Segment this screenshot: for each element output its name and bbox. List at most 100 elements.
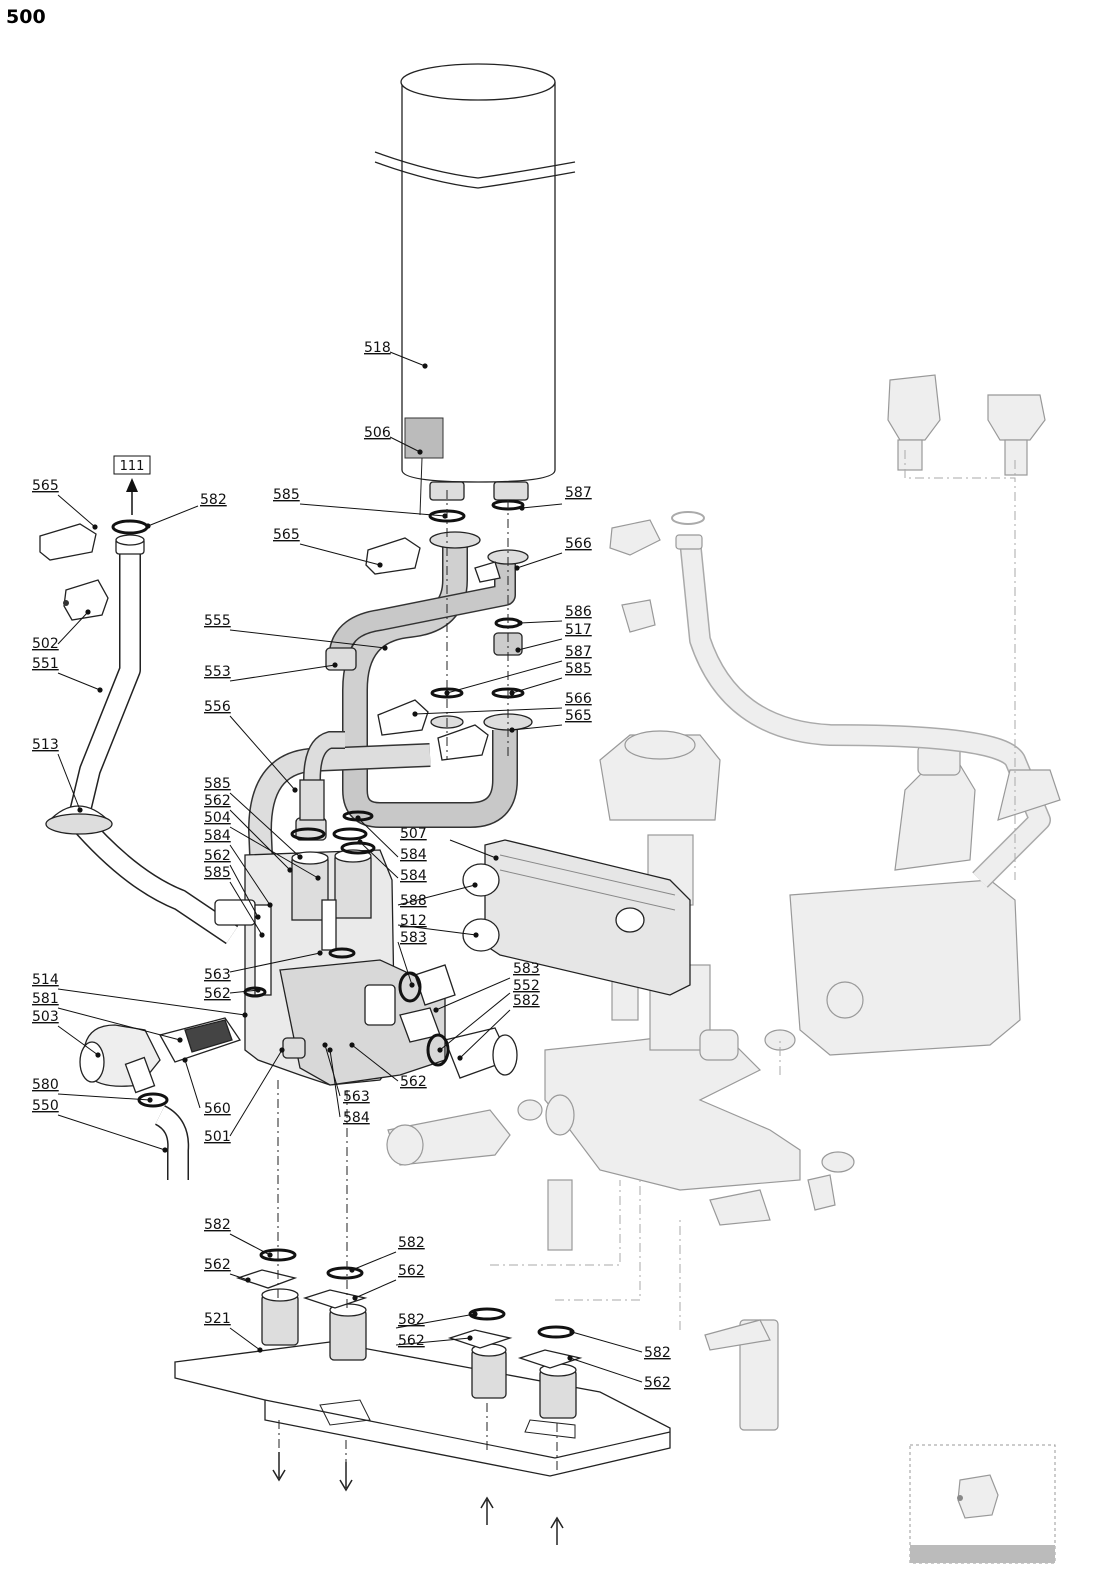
- part-number-513: 513: [32, 737, 59, 753]
- leader-line: [389, 351, 426, 367]
- leader-line: [229, 664, 336, 682]
- leader-line: [569, 1357, 643, 1383]
- leader-line: [229, 844, 271, 906]
- leader-dot: [259, 932, 265, 938]
- leader-line: [229, 1327, 261, 1351]
- part-number-587: 587: [565, 644, 592, 660]
- leader-line: [324, 1044, 341, 1097]
- leader-line: [449, 839, 497, 859]
- leader-dot: [147, 1097, 153, 1103]
- leader-line: [229, 809, 291, 871]
- leader-line: [57, 494, 96, 528]
- part-number-504: 504: [204, 810, 231, 826]
- part-number-550: 550: [32, 1098, 59, 1114]
- leader-line: [516, 552, 563, 569]
- part-number-583: 583: [400, 930, 427, 946]
- leader-line: [351, 1251, 397, 1271]
- leader-dot: [297, 854, 303, 860]
- leader-dot: [442, 513, 448, 519]
- leader-line: [229, 826, 319, 879]
- leader-dot: [412, 711, 418, 717]
- part-number-563: 563: [204, 967, 231, 983]
- leader-line: [521, 503, 563, 509]
- part-number-588: 588: [400, 893, 427, 909]
- part-number-555: 555: [204, 613, 231, 629]
- part-number-583: 583: [513, 961, 540, 977]
- leader-dot: [287, 867, 293, 873]
- part-number-582: 582: [204, 1217, 231, 1233]
- leader-line: [229, 1049, 283, 1137]
- leader-dot: [92, 524, 98, 530]
- part-number-580: 580: [32, 1077, 59, 1093]
- leader-dot: [569, 1329, 575, 1335]
- leader-line: [397, 924, 477, 936]
- leader-dot: [332, 662, 338, 668]
- leader-line: [571, 1331, 643, 1353]
- leader-dot: [352, 1295, 358, 1301]
- part-number-585: 585: [273, 487, 300, 503]
- leader-line: [329, 1049, 341, 1118]
- leader-line: [229, 1273, 249, 1281]
- part-number-586: 586: [565, 604, 592, 620]
- part-number-518: 518: [364, 340, 391, 356]
- leader-line: [299, 503, 446, 517]
- leader-dot: [357, 839, 363, 845]
- part-number-565: 565: [565, 708, 592, 724]
- mounting-plate: [174, 1248, 671, 1545]
- leader-line: [57, 672, 101, 691]
- leader-dot: [509, 727, 515, 733]
- leader-dot: [267, 902, 273, 908]
- part-number-584: 584: [343, 1110, 370, 1126]
- leader-line: [147, 505, 199, 527]
- part-number-562: 562: [204, 1257, 231, 1273]
- leader-dot: [77, 807, 83, 813]
- leader-dot: [95, 1052, 101, 1058]
- leader-line: [299, 543, 381, 566]
- part-number-581: 581: [32, 991, 59, 1007]
- leader-dot: [382, 645, 388, 651]
- leader-dot: [162, 1147, 168, 1153]
- part-number-552: 552: [513, 978, 540, 994]
- part-number-556: 556: [204, 699, 231, 715]
- leader-line: [229, 715, 296, 791]
- leader-line: [57, 1093, 151, 1101]
- leader-dot: [567, 1355, 573, 1361]
- leader-line: [229, 792, 301, 858]
- leader-dot: [85, 609, 91, 615]
- part-number-514: 514: [32, 972, 59, 988]
- leader-dot: [317, 950, 323, 956]
- leader-line: [395, 1313, 476, 1329]
- leader-dot: [255, 987, 261, 993]
- part-number-562: 562: [644, 1375, 671, 1391]
- leader-dot: [242, 1012, 248, 1018]
- part-number-506: 506: [364, 425, 391, 441]
- plate-heat-exchanger: [462, 839, 691, 996]
- part-number-584: 584: [400, 868, 427, 884]
- part-number-501: 501: [204, 1129, 231, 1145]
- leader-dot: [145, 523, 151, 529]
- leader-line: [395, 1337, 471, 1346]
- leader-dot: [517, 620, 523, 626]
- leader-dot: [315, 875, 321, 881]
- part-number-562: 562: [400, 1074, 427, 1090]
- leader-line: [435, 977, 511, 1011]
- part-number-507: 507: [400, 826, 427, 842]
- leader-dot: [493, 855, 499, 861]
- part-number-582: 582: [200, 492, 227, 508]
- leader-dot: [292, 787, 298, 793]
- leader-line: [229, 864, 259, 918]
- part-number-565: 565: [273, 527, 300, 543]
- leader-line: [414, 707, 563, 715]
- left-connector-pipe: 111: [39, 455, 239, 945]
- leader-dot: [279, 1047, 285, 1053]
- leader-line: [57, 611, 89, 645]
- part-number-562: 562: [398, 1263, 425, 1279]
- inset-box: [909, 1444, 1056, 1564]
- leader-line: [57, 1007, 181, 1041]
- part-number-562: 562: [398, 1333, 425, 1349]
- leader-dot: [257, 1347, 263, 1353]
- leader-dot: [457, 1055, 463, 1061]
- diagram-title: 500: [6, 6, 46, 28]
